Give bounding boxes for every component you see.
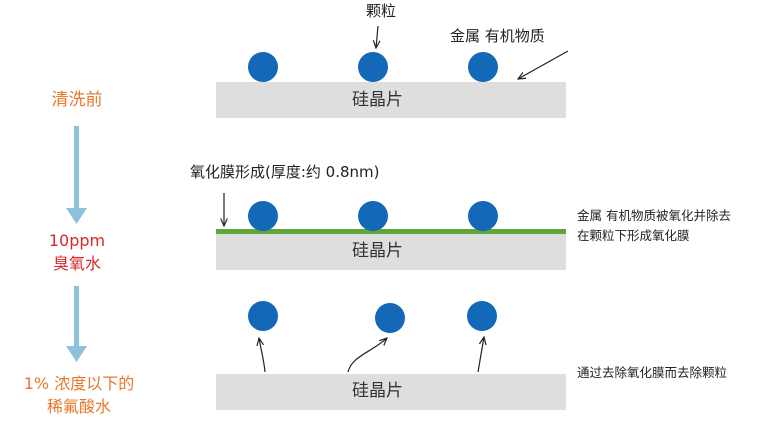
particle-1c xyxy=(468,52,498,82)
lift-arrow-1 xyxy=(259,338,266,373)
step-hf-concentration: 1% 浓度以下的 xyxy=(23,374,135,393)
metal-organic-label: 金属 有机物质 xyxy=(450,27,545,45)
flow-arrow-2 xyxy=(66,286,87,362)
step-before-cleaning: 清洗前 xyxy=(51,90,103,110)
metal-organic-pointer xyxy=(518,50,569,79)
stage3-note: 通过去除氧化膜而去除颗粒 xyxy=(577,365,728,380)
particle-3b xyxy=(375,303,405,333)
oxide-film xyxy=(216,229,566,234)
step-ozone-water: 臭氧水 xyxy=(52,254,101,273)
stage2-note-line2: 在颗粒下形成氧化膜 xyxy=(577,228,690,243)
particle-1b xyxy=(358,52,388,82)
step-ozone-concentration: 10ppm xyxy=(48,231,106,250)
wafer-3 xyxy=(216,374,566,410)
particle-pointer xyxy=(376,25,378,48)
particle-2a xyxy=(248,201,278,231)
particle-2b xyxy=(358,201,388,231)
wafer-label-1: 硅晶片 xyxy=(352,90,403,110)
stage2-note-line1: 金属 有机物质被氧化并除去 xyxy=(577,208,731,223)
wafer-1 xyxy=(216,82,566,118)
lift-arrow-2 xyxy=(347,338,387,373)
flow-arrow-1 xyxy=(66,126,87,224)
particle-3a xyxy=(248,301,278,331)
lift-arrow-3 xyxy=(477,337,484,373)
particle-1a xyxy=(248,52,278,82)
oxide-film-label: 氧化膜形成(厚度:约 0.8nm) xyxy=(190,163,380,181)
particle-2c xyxy=(468,201,498,231)
step-dilute-hf: 稀氟酸水 xyxy=(46,397,111,416)
wafer-label-2: 硅晶片 xyxy=(352,241,403,261)
particle-label: 颗粒 xyxy=(366,2,397,20)
particle-3c xyxy=(467,301,497,331)
wafer-label-3: 硅晶片 xyxy=(352,381,403,401)
wafer-2 xyxy=(216,234,566,270)
